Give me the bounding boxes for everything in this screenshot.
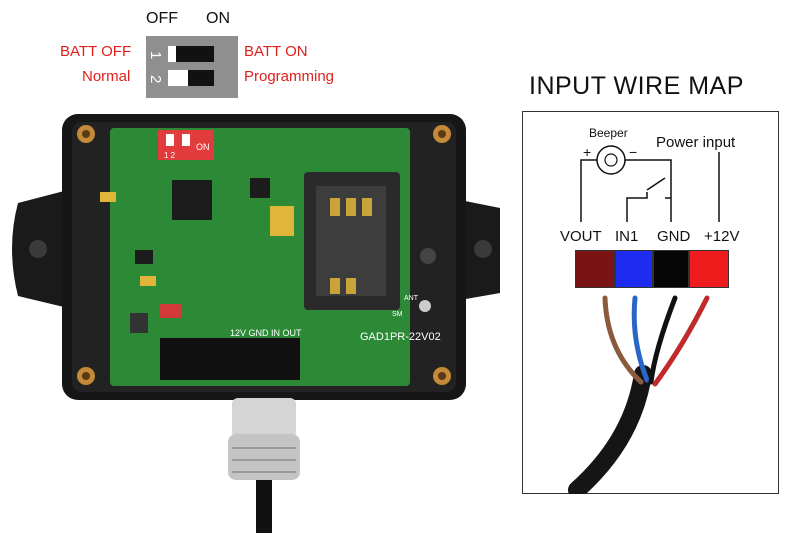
beeper-minus: − <box>629 144 638 160</box>
dip-position-1: 1 <box>147 51 164 59</box>
pcb-dip-on: ON <box>196 142 210 152</box>
tantalum-cap <box>270 206 294 236</box>
dip-position-2: 2 <box>147 75 164 83</box>
terminal-label-12v: +12V <box>704 228 740 245</box>
beeper-inner <box>604 153 618 167</box>
beeper-outer-ring <box>596 145 626 175</box>
black-wire <box>648 295 678 385</box>
beeper-label: Beeper <box>589 126 628 140</box>
power-input-label: Power input <box>656 134 736 151</box>
beeper-plus: + <box>583 144 592 160</box>
board-model: GAD1PR-22V02 <box>360 331 441 343</box>
beeper-minus-wire <box>625 159 672 222</box>
dip-on-text: ON <box>236 62 238 85</box>
wire-map-panel: Beeper + − Power input VOUT IN1 GND +12V <box>522 111 779 494</box>
terminal-labels: 12V GND IN OUT <box>230 328 302 338</box>
sm-label: SM <box>392 311 403 318</box>
wire-map-title: INPUT WIRE MAP <box>529 72 744 100</box>
off-label: OFF <box>146 10 178 27</box>
wire-map-schematic <box>580 145 720 222</box>
batt-on-label: BATT ON <box>244 43 308 60</box>
outer-jacket <box>568 365 652 494</box>
switch-contact <box>646 177 666 191</box>
normal-label: Normal <box>82 68 131 85</box>
beeper-plus-wire <box>580 159 597 222</box>
cable-gland-body <box>228 434 300 480</box>
terminal-block-gnd <box>653 250 689 288</box>
terminal-block-12v <box>689 250 729 288</box>
cable-gland-nut <box>232 398 296 438</box>
blue-wire <box>631 295 650 383</box>
device-enclosure: ON 1 2 ANT SM GAD1PR-22V02 12V GND IN OU… <box>12 114 500 533</box>
mcu-chip <box>172 180 212 220</box>
brown-wire <box>602 295 644 385</box>
red-wire <box>652 295 710 387</box>
terminal-label-gnd: GND <box>657 228 691 245</box>
terminal-label-in1: IN1 <box>615 228 639 245</box>
pcb-dip-positions: 1 2 <box>164 151 176 160</box>
dip-switch-2-slider <box>188 70 214 86</box>
terminal-label-vout: VOUT <box>560 228 602 245</box>
programming-label: Programming <box>244 68 335 85</box>
terminal-block-in1 <box>615 250 653 288</box>
on-label: ON <box>206 10 230 27</box>
cable <box>256 480 272 533</box>
dip-switch-1-slider <box>176 46 214 62</box>
in1-wire <box>626 192 648 222</box>
terminal-block-vout <box>575 250 615 288</box>
cable-bundle <box>568 295 710 494</box>
dip-switch-diagram: 1 2 ON <box>146 36 238 98</box>
batt-off-label: BATT OFF <box>60 43 132 60</box>
antenna-label: ANT <box>404 295 419 302</box>
terminal-block <box>160 338 300 380</box>
